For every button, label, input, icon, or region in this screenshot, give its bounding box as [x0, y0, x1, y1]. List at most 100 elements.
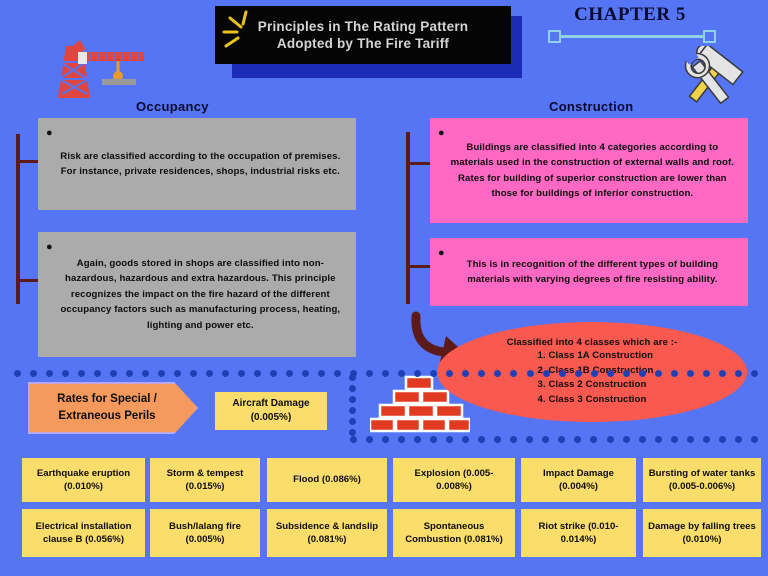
- dot: [510, 370, 518, 377]
- peril-rate-box: Electrical installation clause B (0.056%…: [22, 509, 145, 557]
- dot: [414, 370, 422, 377]
- dot: [654, 436, 662, 443]
- dot: [542, 436, 550, 443]
- dot: [30, 370, 38, 377]
- dot: [622, 370, 630, 377]
- dot: [526, 370, 534, 377]
- dot: [270, 370, 278, 377]
- dot: [590, 370, 598, 377]
- dot: [78, 370, 86, 377]
- dot: [349, 385, 356, 392]
- classes-list: Class 1A Construction Class 1B Construct…: [531, 349, 654, 407]
- chapter-label: CHAPTER 5: [574, 4, 686, 25]
- bracket-connector-top: [408, 162, 432, 165]
- dot: [414, 436, 422, 443]
- bullet-icon: ●: [46, 241, 53, 253]
- list-item: Class 2 Construction: [549, 378, 654, 393]
- dot: [366, 436, 374, 443]
- peril-rate-box: Bursting of water tanks (0.005-0.006%): [643, 458, 761, 502]
- peril-rate-box: Flood (0.086%): [267, 458, 387, 502]
- rates-banner: Rates for Special / Extraneous Perils: [28, 382, 198, 434]
- dot: [366, 370, 374, 377]
- peril-rate-box: Damage by falling trees (0.010%): [643, 509, 761, 557]
- bracket-connector-top: [18, 160, 42, 163]
- construction-point-2-text: This is in recognition of the different …: [466, 258, 719, 286]
- dot: [430, 370, 438, 377]
- dot: [542, 370, 550, 377]
- peril-label: Bursting of water tanks (0.005-0.006%): [648, 467, 756, 493]
- dot: [158, 370, 166, 377]
- dot: [494, 370, 502, 377]
- dot: [334, 370, 342, 377]
- peril-label: Earthquake eruption (0.010%): [36, 467, 131, 493]
- peril-label: Riot strike (0.010-0.014%): [538, 520, 619, 546]
- slide-title: Principles in The Rating Pattern Adopted…: [215, 6, 511, 64]
- dot: [349, 374, 356, 381]
- dot: [350, 370, 358, 377]
- dot: [254, 370, 262, 377]
- peril-rate-box: Earthquake eruption (0.010%): [22, 458, 145, 502]
- dot: [349, 418, 356, 425]
- dot: [462, 436, 470, 443]
- peril-rate-box: Explosion (0.005-0.008%): [393, 458, 515, 502]
- dot: [686, 436, 694, 443]
- bracket-connector-bottom: [18, 279, 42, 282]
- dot: [349, 429, 356, 436]
- dot: [574, 436, 582, 443]
- peril-label: Subsidence & landslip (0.081%): [275, 520, 379, 546]
- dot: [174, 370, 182, 377]
- bracket-connector-bottom: [408, 265, 432, 268]
- dot: [462, 370, 470, 377]
- dot: [94, 370, 102, 377]
- dot: [446, 436, 454, 443]
- chapter-rule: [548, 30, 716, 44]
- occupancy-point-1-text: Risk are classified according to the occ…: [60, 150, 341, 178]
- dot: [62, 370, 70, 377]
- dot: [222, 370, 230, 377]
- peril-aircraft-damage: Aircraft Damage (0.005%): [215, 392, 327, 430]
- dot: [510, 436, 518, 443]
- dot: [686, 370, 694, 377]
- dot: [750, 370, 758, 377]
- brick-wall-icon: [370, 375, 470, 433]
- construction-heading: Construction: [549, 99, 634, 114]
- dot: [750, 436, 758, 443]
- dot: [350, 436, 357, 443]
- chapter-rule-square-left: [548, 30, 561, 43]
- dot: [606, 436, 614, 443]
- dot: [398, 436, 406, 443]
- dot: [382, 436, 390, 443]
- dot: [718, 436, 726, 443]
- title-line-1: Principles in The Rating Pattern: [257, 19, 469, 34]
- dot: [126, 370, 134, 377]
- bullet-icon: ●: [438, 247, 445, 259]
- hammer-wrench-icon: [684, 46, 744, 105]
- dot: [206, 370, 214, 377]
- peril-label: Electrical installation clause B (0.056%…: [35, 520, 132, 546]
- dot: [110, 370, 118, 377]
- peril-rate-box: Impact Damage (0.004%): [521, 458, 636, 502]
- list-item: Class 1B Construction: [549, 364, 654, 379]
- chapter-indicator: CHAPTER 5: [540, 4, 720, 48]
- peril-label: Storm & tempest (0.015%): [166, 467, 244, 493]
- dot: [286, 370, 294, 377]
- dot: [702, 436, 710, 443]
- occupancy-point-2-text: Again, goods stored in shops are classif…: [60, 257, 341, 331]
- dot: [478, 370, 486, 377]
- dot: [318, 370, 326, 377]
- peril-label: Aircraft Damage (0.005%): [232, 398, 310, 423]
- peril-rate-box: Riot strike (0.010-0.014%): [521, 509, 636, 557]
- dot: [606, 370, 614, 377]
- dot: [622, 436, 630, 443]
- peril-label: Spontaneous Combustion (0.081%): [405, 520, 503, 546]
- classes-title: Classified into 4 classes which are :-: [506, 337, 678, 348]
- peril-label: Flood (0.086%): [293, 474, 361, 486]
- title-line-2: Adopted by The Fire Tariff: [276, 36, 450, 51]
- dot: [349, 396, 356, 403]
- dot: [734, 370, 742, 377]
- dot: [526, 436, 534, 443]
- dot: [446, 370, 454, 377]
- rates-banner-label: Rates for Special / Extraneous Perils: [57, 393, 157, 422]
- dot: [478, 436, 486, 443]
- crane-icon: [58, 40, 144, 98]
